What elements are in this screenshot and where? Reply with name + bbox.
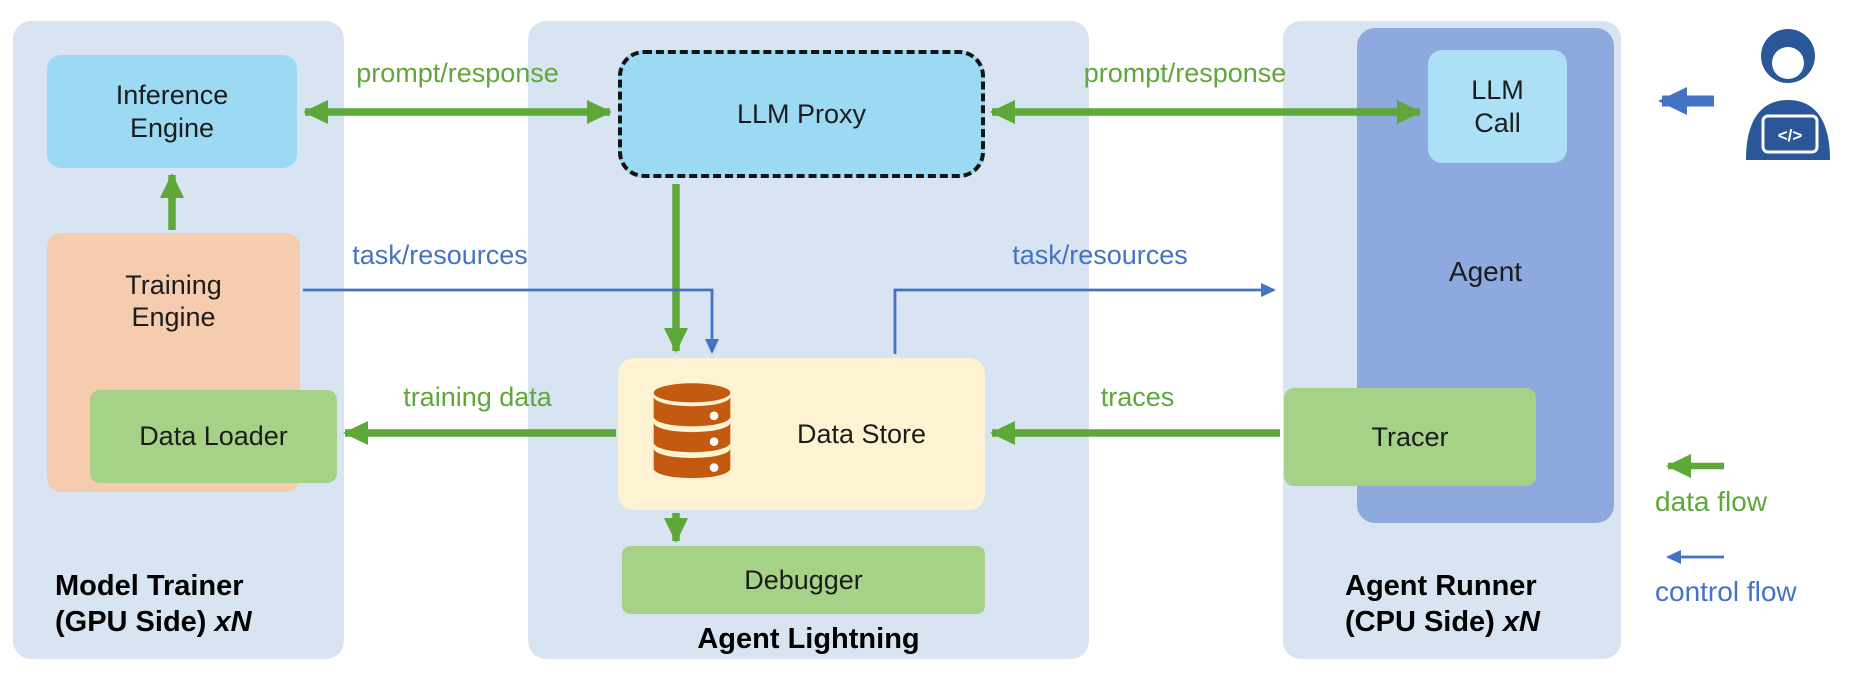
node-debugger: Debugger [622, 546, 985, 614]
agent-lightning-title: Agent Lightning [697, 623, 920, 655]
prompt-response-left-label: prompt/response [356, 58, 559, 88]
task-resources-right-label: task/resources [1012, 240, 1188, 270]
data-store-label: Data Store [796, 418, 927, 449]
node-tracer: Tracer [1284, 388, 1536, 486]
model-trainer-title-line1: Model Trainer [55, 570, 244, 602]
model-trainer-title: Model Trainer (GPU Side) xN [55, 568, 252, 641]
database-icon [653, 383, 731, 479]
task-resources-left-label: task/resources [352, 240, 528, 270]
model-trainer-title-xn: xN [214, 606, 252, 639]
traces-label: traces [1100, 382, 1175, 412]
training-data-label: training data [403, 382, 552, 412]
agent-runner-title-line2: (CPU Side) [1345, 606, 1495, 639]
node-llm-proxy: LLM Proxy [618, 50, 985, 178]
developer-icon: </> [1746, 29, 1830, 160]
agent-runner-title: Agent Runner (CPU Side) xN [1345, 568, 1540, 641]
person-face [1772, 47, 1804, 79]
code-glyph: </> [1778, 126, 1803, 145]
laptop-icon [1761, 114, 1819, 154]
model-trainer-title-line2: (GPU Side) [55, 606, 207, 639]
prompt-response-right-label: prompt/response [1083, 58, 1287, 88]
node-llm-call: LLM Call [1428, 50, 1567, 163]
agent-label: Agent [1448, 256, 1523, 288]
legend-data-flow-label: data flow [1655, 486, 1768, 517]
legend-control-flow-label: control flow [1655, 576, 1797, 607]
agent-runner-title-line1: Agent Runner [1345, 570, 1537, 602]
node-inference-engine: Inference Engine [47, 55, 297, 168]
agent-runner-title-xn: xN [1502, 606, 1540, 639]
node-data-store: Data Store [618, 358, 985, 510]
node-data-loader: Data Loader [90, 390, 337, 483]
